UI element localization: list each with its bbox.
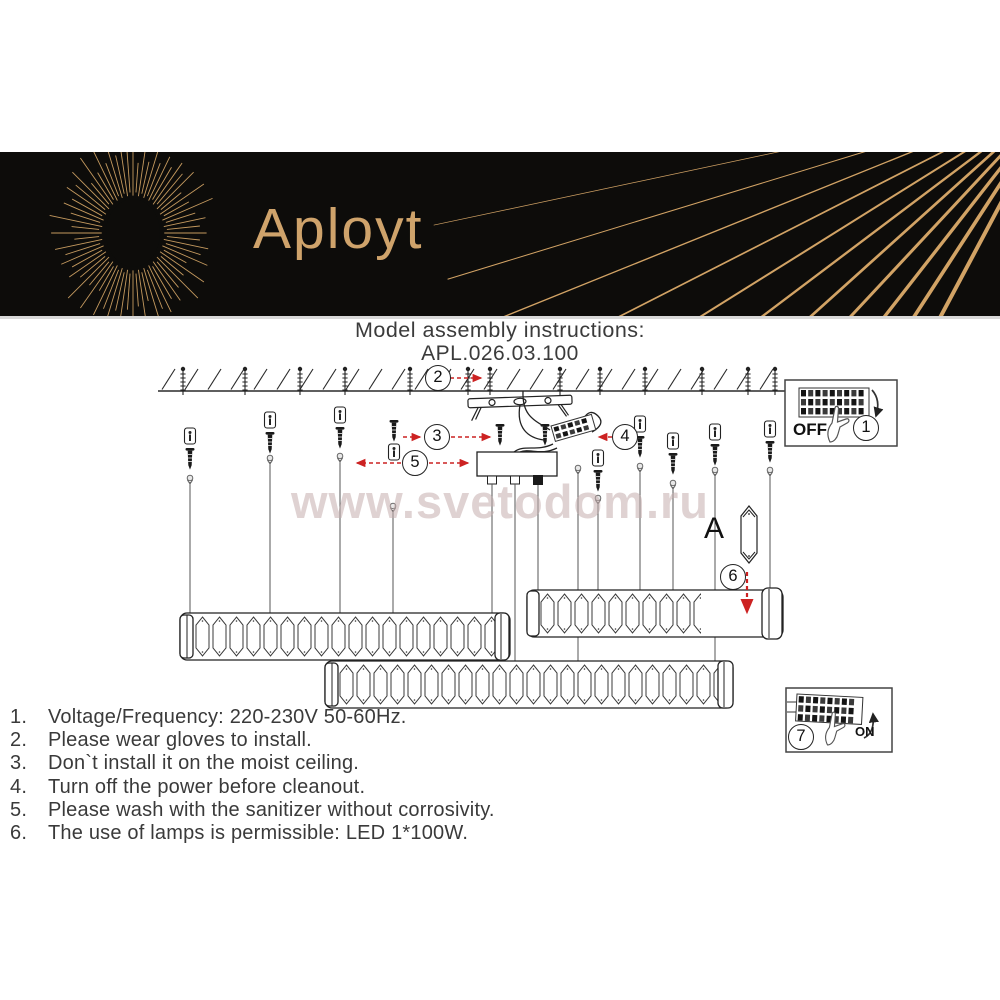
off-label: OFF [793,420,827,439]
turn-arrow-icon [871,389,884,418]
instruction-item: 6. The use of lamps is permissible: LED … [0,822,1000,845]
ring-bottom [324,660,734,709]
instruction-text: Please wear gloves to install. [48,729,312,752]
brand-logotype: Aployt [253,197,424,261]
instruction-number: 3. [10,752,28,775]
callout-7: 7 [788,724,814,750]
hand-icon [827,405,850,443]
crystal-prism [740,505,758,564]
anchor-screw-kits [183,406,777,513]
rays-decoration [433,152,1000,316]
on-label: ON [855,724,875,739]
instruction-item: 4. Turn off the power before cleanout. [0,776,1000,799]
callout-5: 5 [402,450,428,476]
sunburst-center [106,199,160,267]
instruction-text: Turn off the power before cleanout. [48,775,366,798]
instruction-number: 5. [10,798,28,821]
mounting-bracket [467,394,573,421]
banner-art [49,152,1000,316]
power-connector [550,413,597,442]
callout-3: 3 [424,424,450,450]
instruction-text: Please wash with the sanitizer without c… [48,798,495,821]
instruction-number: 6. [10,822,28,845]
instruction-text: Voltage/Frequency: 220-230V 50-60Hz. [48,706,407,728]
instruction-item: 1. Voltage/Frequency: 220-230V 50-60Hz. [0,706,1000,729]
instruction-item: 2. Please wear gloves to install. [0,729,1000,752]
callout-4: 4 [612,424,638,450]
callout-2: 2 [425,365,451,391]
document-title: Model assembly instructions: [354,318,646,342]
callout-6: 6 [720,564,746,590]
brand-banner: Aployt [0,152,1000,316]
instruction-item: 5. Please wash with the sanitizer withou… [0,799,1000,822]
suspension-wires [189,460,771,661]
instruction-number: 1. [10,706,28,728]
model-number: APL.026.03.100 [421,342,579,365]
title-block: Model assembly instructions: APL.026.03.… [0,318,1000,366]
power-wire [513,390,602,453]
instruction-number: 4. [10,775,28,798]
instruction-text: Don`t install it on the moist ceiling. [48,752,360,775]
canopy-box [476,451,558,485]
callout-1: 1 [853,415,879,441]
sunburst-logo-icon [49,152,213,316]
instruction-number: 2. [10,729,28,752]
watermark: www.svetodom.ru [290,475,710,528]
instruction-list: 1. Voltage/Frequency: 220-230V 50-60Hz. … [0,706,1000,845]
instruction-text: The use of lamps is permissible: LED 1*1… [48,822,469,845]
ceiling-hatch [161,368,774,390]
ring-upper-right [526,587,784,640]
callout-arrows [355,373,754,615]
ring-left [179,612,511,661]
part-a-label: A [704,512,725,545]
instruction-item: 3. Don`t install it on the moist ceiling… [0,752,1000,775]
ceiling-anchors [179,366,779,396]
